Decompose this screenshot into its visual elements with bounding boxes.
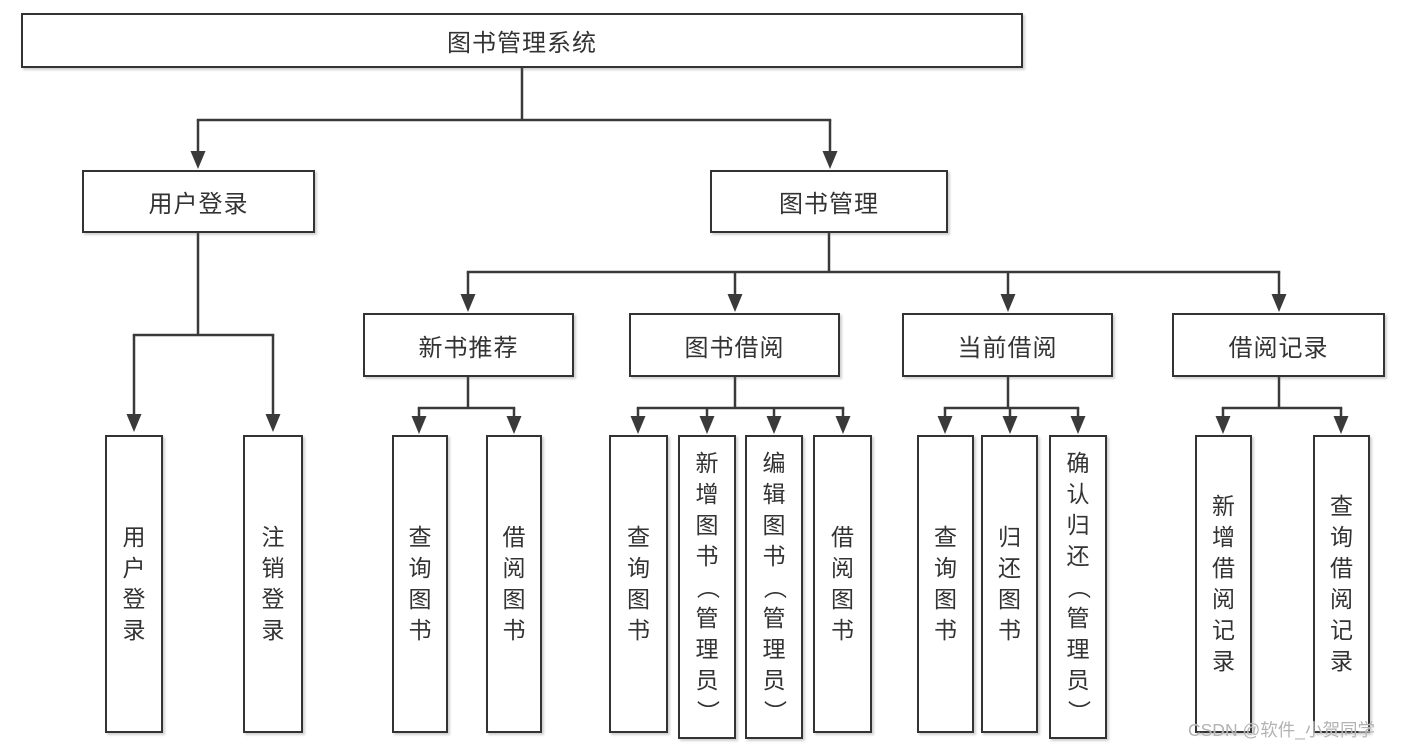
leaf-add-book-admin-label: 新增图书（管理员） <box>694 449 721 723</box>
leaf-add-book-admin: 新增图书（管理员） <box>678 435 736 739</box>
leaf-return-book-label: 归还图书 <box>998 524 1021 643</box>
node-user-login-label: 用户登录 <box>148 191 249 218</box>
node-new-book-recommend-label: 新书推荐 <box>418 334 519 362</box>
leaf-edit-book-admin: 编辑图书（管理员） <box>745 435 803 739</box>
leaf-query-books-current: 查询图书 <box>917 435 974 733</box>
leaf-confirm-return-admin-label: 确认归还（管理员） <box>1065 449 1092 723</box>
node-borrowing-records: 借阅记录 <box>1172 313 1385 377</box>
node-book-management-label: 图书管理 <box>779 191 879 218</box>
csdn-watermark: CSDN @软件_小贺同学 <box>1188 720 1375 740</box>
leaf-borrow-books-recommend-label: 借阅图书 <box>502 524 526 643</box>
leaf-query-books-borrowing-label: 查询图书 <box>627 524 650 643</box>
leaf-logout-label: 注销登录 <box>261 524 285 643</box>
node-book-management: 图书管理 <box>710 170 948 233</box>
leaf-add-borrow-record: 新增借阅记录 <box>1195 435 1252 733</box>
node-root-label: 图书管理系统 <box>447 30 597 57</box>
node-borrowing-records-label: 借阅记录 <box>1228 334 1329 362</box>
leaf-confirm-return-admin: 确认归还（管理员） <box>1049 435 1107 739</box>
leaf-logout: 注销登录 <box>243 435 303 733</box>
leaf-query-borrow-record-label: 查询借阅记录 <box>1330 493 1353 674</box>
leaf-borrow-books-borrowing: 借阅图书 <box>813 435 872 733</box>
node-book-borrowing: 图书借阅 <box>629 313 840 377</box>
leaf-query-borrow-record: 查询借阅记录 <box>1313 435 1370 733</box>
leaf-query-books-recommend: 查询图书 <box>392 435 448 733</box>
leaf-add-borrow-record-label: 新增借阅记录 <box>1212 493 1235 674</box>
node-user-login: 用户登录 <box>82 170 315 233</box>
leaf-borrow-books-borrowing-label: 借阅图书 <box>831 524 854 643</box>
node-new-book-recommend: 新书推荐 <box>363 313 574 377</box>
node-current-borrowing-label: 当前借阅 <box>957 334 1058 362</box>
node-root-system: 图书管理系统 <box>21 13 1023 68</box>
leaf-return-book: 归还图书 <box>981 435 1038 733</box>
leaf-borrow-books-recommend: 借阅图书 <box>486 435 542 733</box>
leaf-edit-book-admin-label: 编辑图书（管理员） <box>761 449 788 723</box>
node-current-borrowing: 当前借阅 <box>902 313 1113 377</box>
node-book-borrowing-label: 图书借阅 <box>684 334 785 362</box>
leaf-query-books-current-label: 查询图书 <box>934 524 957 643</box>
leaf-user-login: 用户登录 <box>105 435 163 733</box>
leaf-query-books-borrowing: 查询图书 <box>609 435 668 733</box>
leaf-query-books-recommend-label: 查询图书 <box>408 524 432 643</box>
leaf-user-login-label: 用户登录 <box>122 524 146 643</box>
